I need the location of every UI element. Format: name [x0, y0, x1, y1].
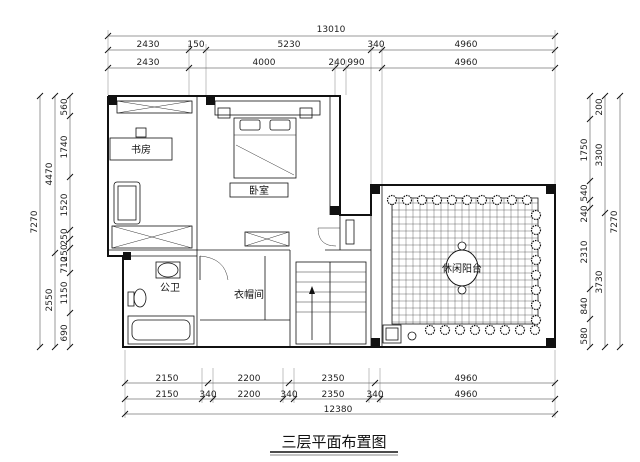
plant-icon — [491, 194, 503, 206]
dim-right-mid-2: 3730 — [595, 270, 605, 293]
plant-icon — [521, 194, 533, 206]
study-label: 书房 — [131, 143, 151, 156]
walls — [107, 95, 556, 348]
dim-top-r1-3: 5230 — [278, 40, 301, 50]
right-dimensions: 200 1750 540 240 2310 840 580 3300 3730 … — [580, 92, 624, 351]
dim-left-mid-1: 4470 — [45, 162, 55, 185]
plant-icon — [416, 194, 428, 206]
wardrobe-label: 衣帽间 — [234, 288, 264, 301]
terrace-plants — [386, 194, 542, 336]
dim-bot-r2-3: 2200 — [238, 390, 261, 400]
stairs — [295, 219, 367, 345]
dim-left-in-8: 690 — [60, 324, 70, 341]
dim-bot-r2-1: 2150 — [156, 390, 179, 400]
dim-left-in-2: 1740 — [60, 135, 70, 158]
bedroom-label: 卧室 — [249, 184, 269, 197]
plant-icon — [529, 324, 541, 336]
dim-top-r1-4: 340 — [367, 40, 384, 50]
plant-icon — [530, 224, 542, 236]
study-room: 书房 — [109, 100, 193, 249]
dim-left-in-7: 1150 — [60, 281, 70, 304]
dim-bot-r2-7: 4960 — [455, 390, 478, 400]
terrace: 休闲阳台 — [382, 197, 539, 344]
plant-icon — [454, 324, 466, 336]
plant-icon — [530, 269, 542, 281]
dim-right-in-5: 2310 — [580, 240, 590, 263]
dim-top-r2-3: 240 — [328, 58, 345, 68]
plant-icon — [446, 194, 458, 206]
dim-right-in-2: 1750 — [580, 138, 590, 161]
plant-icon — [530, 254, 542, 266]
dim-top-r1-1: 2430 — [137, 40, 160, 50]
plant-icon — [530, 239, 542, 251]
dim-bot-r2-6: 340 — [366, 390, 383, 400]
plant-icon — [476, 194, 488, 206]
top-dimensions: 13010 2430 150 5230 340 4960 2430 4000 2… — [104, 25, 559, 185]
dim-bot-r1-4: 4960 — [455, 374, 478, 384]
plant-icon — [439, 324, 451, 336]
plant-icon — [461, 194, 473, 206]
dim-right-total: 7270 — [610, 210, 620, 233]
dim-right-mid-1: 3300 — [595, 143, 605, 166]
dim-bot-r1-3: 2350 — [322, 374, 345, 384]
left-dimensions: 7270 4470 2550 560 1740 1520 250 250 710… — [30, 92, 74, 351]
plant-icon — [424, 324, 436, 336]
plant-icon — [499, 324, 511, 336]
dim-top-r2-4: 990 — [347, 58, 364, 68]
plant-icon — [401, 194, 413, 206]
dim-left-in-1: 560 — [60, 98, 70, 115]
dim-right-in-7: 580 — [580, 327, 590, 344]
dim-bot-r2-2: 340 — [199, 390, 216, 400]
bathroom: 公卫 — [127, 261, 195, 345]
wardrobe-room: 衣帽间 — [199, 255, 290, 321]
dim-left-in-6: 710 — [60, 256, 70, 273]
dim-top-r1-5: 4960 — [455, 40, 478, 50]
plant-icon — [530, 299, 542, 311]
plant-icon — [530, 209, 542, 221]
dim-top-r2-2: 4000 — [253, 58, 276, 68]
plant-icon — [530, 284, 542, 296]
plant-icon — [514, 324, 526, 336]
dim-right-in-3: 540 — [580, 184, 590, 201]
plant-icon — [530, 314, 542, 326]
plant-icon — [469, 324, 481, 336]
bathroom-label: 公卫 — [160, 283, 180, 294]
dim-left-mid-2: 2550 — [45, 288, 55, 311]
dim-top-r2-5: 4960 — [455, 58, 478, 68]
dim-left-in-3: 1520 — [60, 193, 70, 216]
plant-icon — [484, 324, 496, 336]
dim-right-in-4: 240 — [580, 205, 590, 222]
plant-icon — [386, 194, 398, 206]
dim-right-in-6: 840 — [580, 297, 590, 314]
dim-top-r2-1: 2430 — [137, 58, 160, 68]
dim-right-in-1: 200 — [595, 98, 605, 115]
dim-left-in-4: 250 — [60, 228, 70, 245]
dim-left-total: 7270 — [30, 210, 40, 233]
bedroom: 卧室 — [214, 100, 321, 247]
dim-bot-r2-4: 340 — [280, 390, 297, 400]
terrace-label: 休闲阳台 — [442, 262, 482, 275]
dim-left-in-5: 250 — [60, 244, 70, 261]
dim-bot-r2-5: 2350 — [322, 390, 345, 400]
dim-top-total: 13010 — [317, 25, 346, 35]
dim-bot-r1-2: 2200 — [238, 374, 261, 384]
plant-icon — [431, 194, 443, 206]
dim-bot-r1-1: 2150 — [156, 374, 179, 384]
dim-bot-total: 12380 — [324, 405, 353, 415]
bottom-dimensions: 2150 2200 2350 4960 2150 340 2200 340 23… — [121, 350, 559, 418]
dim-top-r1-2: 150 — [187, 40, 204, 50]
plant-icon — [506, 194, 518, 206]
plan-title: 三层平面布置图 — [281, 433, 386, 451]
